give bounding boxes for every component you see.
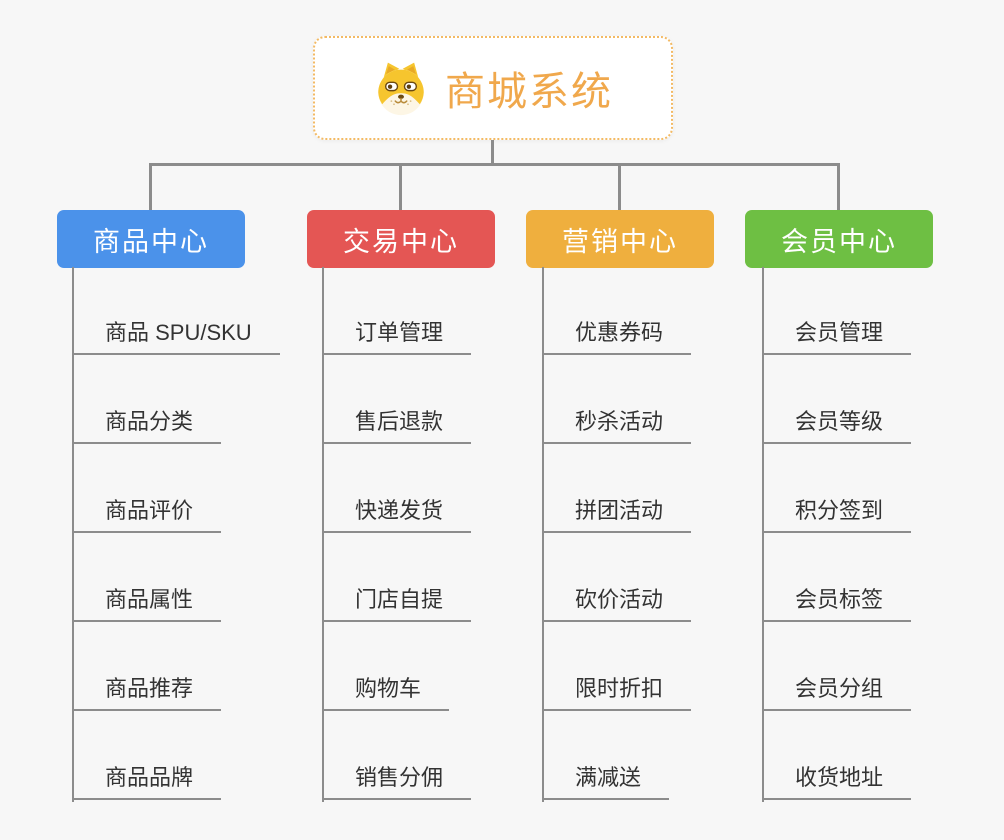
connector-horizontal-bar <box>149 163 840 166</box>
leaf-node-group-buy[interactable]: 拼团活动 <box>542 496 692 533</box>
dog-icon <box>378 62 424 116</box>
branch-items-product: 商品 SPU/SKU 商品分类 商品评价 商品属性 商品推荐 商品品牌 <box>72 318 280 800</box>
leaf-node-product-review[interactable]: 商品评价 <box>72 496 222 533</box>
branch-node-marketing-center[interactable]: 营销中心 <box>526 210 714 268</box>
leaf-node-shopping-cart[interactable]: 购物车 <box>322 674 450 711</box>
branch-spine-product <box>72 267 74 802</box>
leaf-node-member-management[interactable]: 会员管理 <box>762 318 912 355</box>
leaf-node-member-tag[interactable]: 会员标签 <box>762 585 912 622</box>
leaf-node-product-attribute[interactable]: 商品属性 <box>72 585 222 622</box>
leaf-node-product-spu-sku[interactable]: 商品 SPU/SKU <box>72 318 280 355</box>
leaf-node-points-checkin[interactable]: 积分签到 <box>762 496 912 533</box>
branch-node-product-center[interactable]: 商品中心 <box>57 210 245 268</box>
branch-spine-trade <box>322 267 324 802</box>
leaf-node-coupon-code[interactable]: 优惠券码 <box>542 318 692 355</box>
leaf-node-product-category[interactable]: 商品分类 <box>72 407 222 444</box>
root-title: 商城系统 <box>445 70 613 114</box>
leaf-node-sales-commission[interactable]: 销售分佣 <box>322 763 472 800</box>
leaf-node-limited-time-discount[interactable]: 限时折扣 <box>542 674 692 711</box>
leaf-node-shipping-address[interactable]: 收货地址 <box>762 763 912 800</box>
branch-items-trade: 订单管理 售后退款 快递发货 门店自提 购物车 销售分佣 <box>322 318 472 800</box>
connector-drop-trade <box>399 163 402 211</box>
root-node-mall-system[interactable]: 商城系统 <box>313 36 673 140</box>
leaf-node-express-delivery[interactable]: 快递发货 <box>322 496 472 533</box>
leaf-node-bargain-activity[interactable]: 砍价活动 <box>542 585 692 622</box>
connector-root-stem <box>491 140 494 164</box>
branch-items-member: 会员管理 会员等级 积分签到 会员标签 会员分组 收货地址 <box>762 318 912 800</box>
leaf-node-full-reduction[interactable]: 满减送 <box>542 763 670 800</box>
branch-items-marketing: 优惠券码 秒杀活动 拼团活动 砍价活动 限时折扣 满减送 <box>542 318 692 800</box>
branch-node-trade-center[interactable]: 交易中心 <box>307 210 495 268</box>
branch-spine-member <box>762 267 764 802</box>
leaf-node-flash-sale[interactable]: 秒杀活动 <box>542 407 692 444</box>
branch-node-member-center[interactable]: 会员中心 <box>745 210 933 268</box>
leaf-node-product-brand[interactable]: 商品品牌 <box>72 763 222 800</box>
leaf-node-member-group[interactable]: 会员分组 <box>762 674 912 711</box>
connector-drop-member <box>837 163 840 211</box>
leaf-node-store-pickup[interactable]: 门店自提 <box>322 585 472 622</box>
leaf-node-after-sale-refund[interactable]: 售后退款 <box>322 407 472 444</box>
leaf-node-order-management[interactable]: 订单管理 <box>322 318 472 355</box>
leaf-node-product-recommend[interactable]: 商品推荐 <box>72 674 222 711</box>
leaf-node-member-level[interactable]: 会员等级 <box>762 407 912 444</box>
connector-drop-product <box>149 163 152 211</box>
connector-drop-marketing <box>618 163 621 211</box>
branch-spine-marketing <box>542 267 544 802</box>
